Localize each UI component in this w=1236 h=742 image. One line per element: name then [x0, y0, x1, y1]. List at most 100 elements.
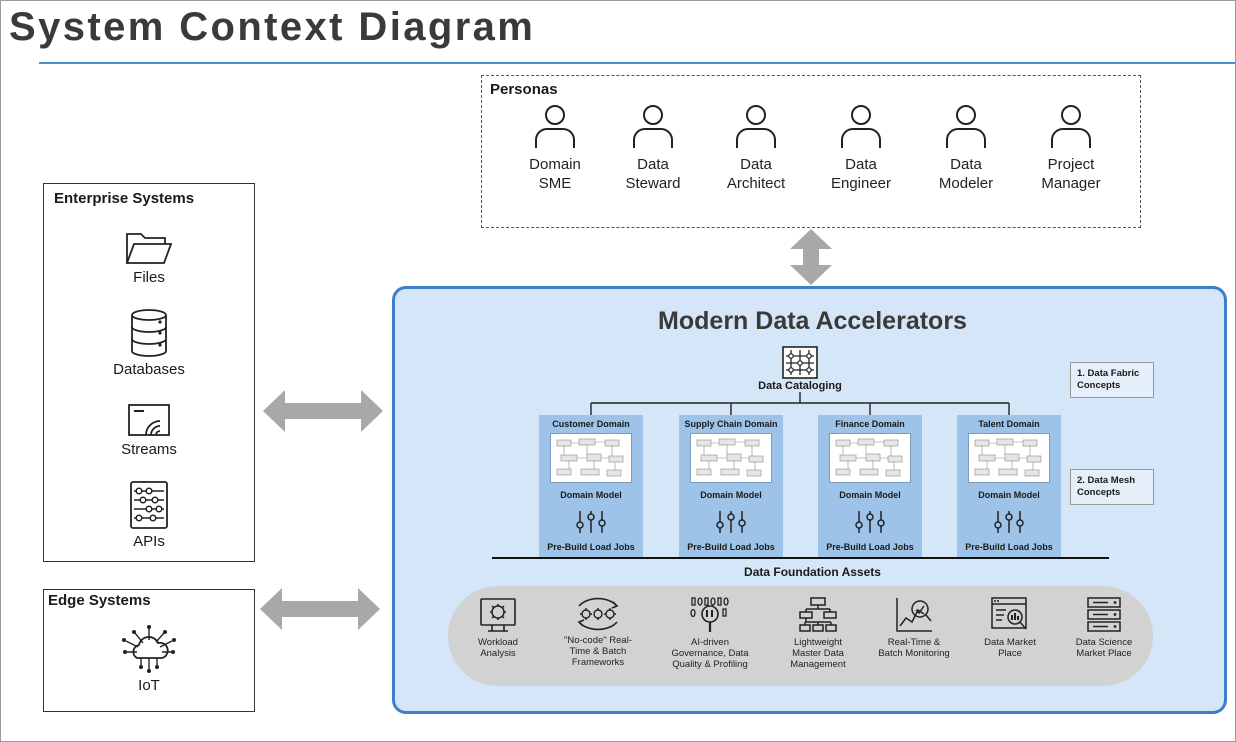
model-diagram-icon: [556, 438, 624, 477]
sliders-icon: [576, 511, 606, 533]
model-diagram-icon: [974, 438, 1042, 477]
domain-model-label: Domain Model: [700, 490, 762, 500]
domain-card-supply-chain: Supply Chain Domain Domain Model Pre-Bui…: [679, 415, 783, 557]
edge-double-arrow: [260, 588, 380, 630]
asset-monitoring: Real-Time & Batch Monitoring: [866, 596, 962, 659]
concept-data-mesh: 2. Data Mesh Concepts: [1070, 469, 1154, 505]
domain-name: Finance Domain: [835, 419, 905, 429]
persona-label: Data Engineer: [830, 156, 892, 192]
enterprise-item-streams: Streams: [44, 402, 254, 458]
edge-item-label: IoT: [138, 677, 160, 694]
data-foundation-label: Data Foundation Assets: [744, 565, 881, 579]
edge-systems-title: Edge Systems: [48, 592, 151, 609]
domain-model-diagram: [829, 433, 911, 483]
personas-box: Personas Domain SME Data Steward Data Ar…: [481, 75, 1141, 228]
persona-label: Data Steward: [625, 156, 681, 192]
asset-label: Data Market Place: [984, 637, 1036, 659]
concept-data-fabric: 1. Data Fabric Concepts: [1070, 362, 1154, 398]
stream-icon: [128, 404, 170, 436]
persona-label: Domain SME: [529, 156, 581, 192]
api-icon: [130, 481, 168, 529]
title-underline: [39, 62, 1235, 64]
catalog-connectors: [590, 392, 1010, 415]
person-icon: [736, 105, 776, 148]
foundation-divider: [492, 557, 1109, 559]
binary-magnifier-icon: [690, 597, 729, 632]
domain-name: Customer Domain: [552, 419, 630, 429]
domain-model-label: Domain Model: [560, 490, 622, 500]
domain-name: Talent Domain: [978, 419, 1040, 429]
model-diagram-icon: [835, 438, 903, 477]
asset-ai-governance: AI-driven Governance, Data Quality & Pro…: [662, 596, 758, 670]
load-jobs-label: Pre-Build Load Jobs: [687, 542, 775, 552]
edge-item-iot: IoT: [44, 624, 254, 694]
load-jobs-label: Pre-Build Load Jobs: [826, 542, 914, 552]
enterprise-item-label: Streams: [121, 441, 177, 458]
asset-label: Real-Time & Batch Monitoring: [878, 637, 950, 659]
modern-data-accelerators-panel: Modern Data Accelerators Data Cataloging…: [392, 286, 1227, 714]
asset-data-market-place: Data Market Place: [962, 596, 1058, 659]
person-icon: [946, 105, 986, 148]
cloud-network-icon: [122, 625, 176, 673]
sliders-icon: [855, 511, 885, 533]
asset-label: Data Science Market Place: [1075, 637, 1133, 659]
person-icon: [841, 105, 881, 148]
enterprise-item-files: Files: [44, 230, 254, 286]
accelerators-title: Modern Data Accelerators: [658, 307, 967, 335]
domain-card-talent: Talent Domain Domain Model Pre-Build Loa…: [957, 415, 1061, 557]
persona-domain-sme: Domain SME: [505, 104, 605, 193]
folder-icon: [125, 233, 173, 264]
asset-workload-analysis: Workload Analysis: [450, 596, 546, 659]
domain-card-customer: Customer Domain Domain Model Pre-Build L…: [539, 415, 643, 557]
domain-model-diagram: [968, 433, 1050, 483]
asset-data-science-market-place: Data Science Market Place: [1056, 596, 1152, 659]
asset-label: "No-code" Real- Time & Batch Frameworks: [564, 635, 632, 668]
persona-data-architect: Data Architect: [706, 104, 806, 193]
person-icon: [535, 105, 575, 148]
domain-model-label: Domain Model: [978, 490, 1040, 500]
model-diagram-icon: [696, 438, 764, 477]
foundation-assets-pill: Workload Analysis "No-code" Real- Time &…: [448, 586, 1153, 686]
server-stack-icon: [1087, 597, 1121, 632]
persona-project-manager: Project Manager: [1021, 104, 1121, 193]
enterprise-item-label: Files: [133, 269, 165, 286]
person-icon: [1051, 105, 1091, 148]
catalog-icon: [782, 346, 818, 379]
persona-data-engineer: Data Engineer: [811, 104, 911, 193]
cycle-gears-icon: [577, 597, 619, 631]
enterprise-double-arrow: [263, 390, 383, 432]
edge-systems-box: Edge Systems IoT: [43, 589, 255, 712]
asset-no-code-frameworks: "No-code" Real- Time & Batch Frameworks: [550, 596, 646, 668]
persona-label: Data Modeler: [938, 156, 994, 192]
enterprise-item-apis: APIs: [44, 480, 254, 550]
enterprise-item-label: Databases: [113, 361, 185, 378]
enterprise-item-label: APIs: [133, 533, 165, 550]
data-cataloging-label: Data Cataloging: [758, 380, 842, 392]
persona-label: Data Architect: [726, 156, 786, 192]
persona-data-modeler: Data Modeler: [916, 104, 1016, 193]
person-icon: [633, 105, 673, 148]
sliders-icon: [716, 511, 746, 533]
page-title: System Context Diagram: [9, 5, 536, 49]
persona-label: Project Manager: [1041, 156, 1101, 192]
sliders-icon: [994, 511, 1024, 533]
monitoring-icon: [896, 598, 932, 632]
domain-model-diagram: [550, 433, 632, 483]
database-icon: [131, 309, 167, 357]
dashboard-search-icon: [991, 597, 1027, 630]
vertical-double-arrow: [790, 229, 832, 285]
asset-master-data: Lightweight Master Data Management: [770, 596, 866, 670]
hierarchy-icon: [799, 597, 837, 632]
domain-name: Supply Chain Domain: [684, 419, 778, 429]
enterprise-item-databases: Databases: [44, 308, 254, 378]
enterprise-systems-box: Enterprise Systems Files Databases Strea…: [43, 183, 255, 562]
domain-model-diagram: [690, 433, 772, 483]
personas-title: Personas: [490, 81, 558, 98]
load-jobs-label: Pre-Build Load Jobs: [547, 542, 635, 552]
asset-label: Lightweight Master Data Management: [790, 637, 846, 670]
load-jobs-label: Pre-Build Load Jobs: [965, 542, 1053, 552]
asset-label: Workload Analysis: [478, 637, 518, 659]
domain-model-label: Domain Model: [839, 490, 901, 500]
asset-label: AI-driven Governance, Data Quality & Pro…: [671, 637, 749, 670]
